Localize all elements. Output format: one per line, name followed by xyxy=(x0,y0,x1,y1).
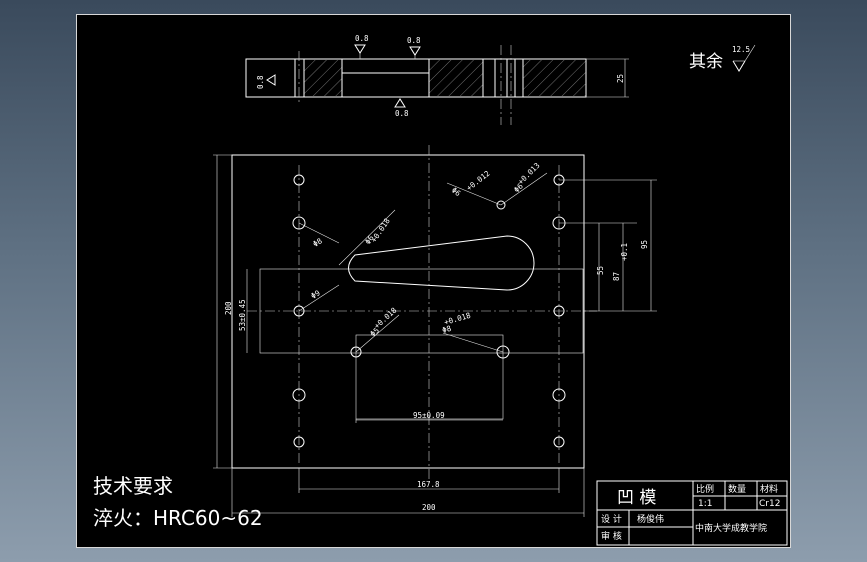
svg-text:Φ6: Φ6 xyxy=(450,185,463,198)
svg-text:55: 55 xyxy=(596,266,605,275)
svg-text:95±0.09: 95±0.09 xyxy=(413,411,445,420)
svg-text:95: 95 xyxy=(640,240,649,249)
reviewer-label: 审 核 xyxy=(601,530,622,542)
svg-text:167.8: 167.8 xyxy=(417,480,440,489)
school-name: 中南大学成教学院 xyxy=(695,522,767,534)
svg-text:Φ8: Φ8 xyxy=(441,324,453,335)
hole xyxy=(293,174,305,186)
cad-drawing: 25 0.8 0.8 0.8 0.8 其余 12.5 xyxy=(93,34,788,546)
section-height-label: 25 xyxy=(616,74,625,83)
hole xyxy=(496,200,506,210)
part-name: 凹 模 xyxy=(617,488,656,508)
scale-value: 1:1 xyxy=(698,499,712,509)
svg-text:53±0.45: 53±0.45 xyxy=(238,299,247,331)
plan-view: Φ8 Φ9 +0.018 Φ6 +0.018 Φ5 +0.018 Φ8 Φ6 +… xyxy=(213,145,657,517)
designer-label: 设 计 xyxy=(601,513,622,525)
material-value: Cr12 xyxy=(759,499,780,509)
svg-text:87: 87 xyxy=(612,272,621,281)
header-qty: 数量 xyxy=(728,483,746,495)
svg-text:+0.012: +0.012 xyxy=(465,169,492,193)
header-material: 材料 xyxy=(760,483,778,495)
svg-text:其余: 其余 xyxy=(689,52,723,72)
hole xyxy=(496,345,510,359)
hole xyxy=(552,388,566,402)
svg-text:12.5: 12.5 xyxy=(732,45,750,54)
slot-outline xyxy=(348,235,535,291)
hatch-left xyxy=(304,60,342,96)
section-view: 25 0.8 0.8 0.8 0.8 xyxy=(245,34,629,125)
designer-name: 杨俊伟 xyxy=(637,513,664,525)
tech-requirements: 技术要求 淬火：HRC60~62 xyxy=(93,474,263,530)
hatch-right xyxy=(523,60,586,96)
height-dim-label: 200 xyxy=(224,301,233,315)
hatch-mid xyxy=(429,60,483,96)
hole xyxy=(292,388,306,402)
tech-title: 技术要求 xyxy=(93,474,173,498)
hole xyxy=(293,436,305,448)
svg-text:0.8: 0.8 xyxy=(407,36,421,45)
svg-text:0.8: 0.8 xyxy=(256,75,265,89)
svg-text:0.8: 0.8 xyxy=(395,109,409,118)
title-block: 凹 模 比例 数量 材料 1:1 Cr12 设 计 杨俊伟 审 核 中南大学成教… xyxy=(596,480,788,546)
roughness-top-mid: 0.8 xyxy=(407,36,421,59)
roughness-top-left: 0.8 xyxy=(354,34,369,59)
svg-text:+0.013: +0.013 xyxy=(516,161,542,187)
pocket-outline xyxy=(355,334,504,420)
svg-text:Φ8: Φ8 xyxy=(311,236,324,249)
width-dim-label: 200 xyxy=(422,503,436,512)
svg-text:0.8: 0.8 xyxy=(355,34,369,43)
surface-note: 其余 12.5 xyxy=(689,44,756,72)
hole xyxy=(553,305,565,317)
hole xyxy=(350,346,362,358)
svg-text:Φ9: Φ9 xyxy=(309,288,321,300)
tech-line: 淬火：HRC60~62 xyxy=(93,506,263,530)
header-scale: 比例 xyxy=(696,483,714,495)
hole xyxy=(292,216,306,230)
roughness-bottom: 0.8 xyxy=(394,98,409,118)
svg-text:Φ5: Φ5 xyxy=(368,326,381,339)
plate-outline xyxy=(231,154,585,469)
roughness-side: 0.8 xyxy=(256,74,276,89)
drawing-sheet: 25 0.8 0.8 0.8 0.8 其余 12.5 xyxy=(76,14,791,548)
hole xyxy=(293,305,305,317)
svg-text:+0.1: +0.1 xyxy=(620,243,629,261)
hole xyxy=(553,436,565,448)
